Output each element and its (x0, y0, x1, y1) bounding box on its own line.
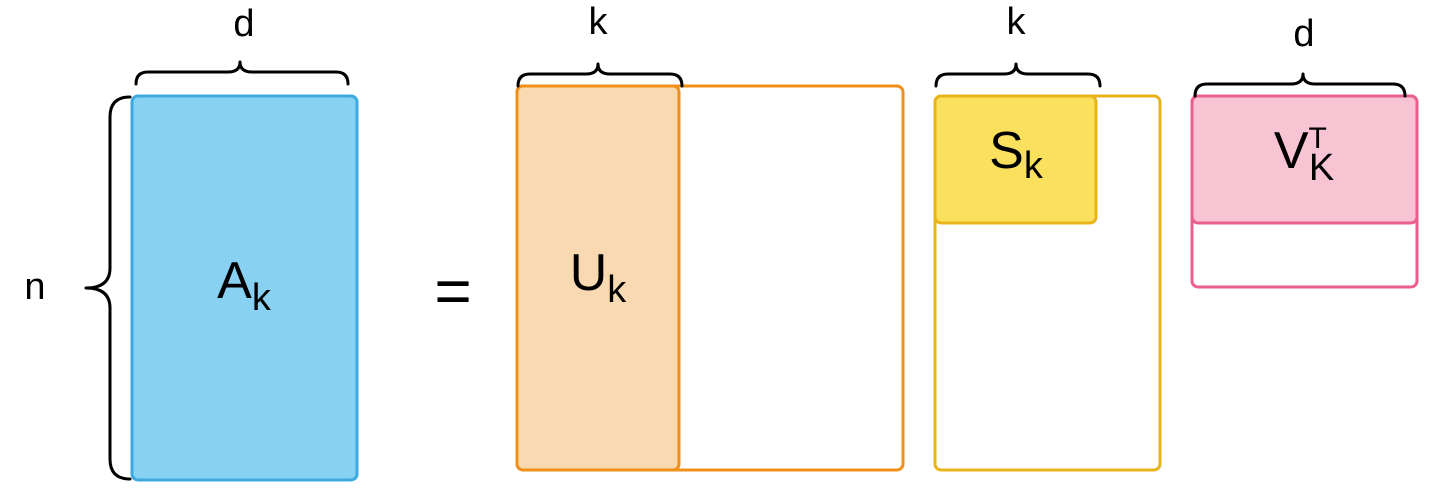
label-a-rows: n (24, 266, 45, 308)
matrix-v-sub: K (1309, 147, 1334, 189)
matrix-s-sub: k (1024, 145, 1044, 187)
matrix-a-rect (130, 94, 359, 482)
matrix-s-rect (933, 94, 1098, 225)
label-u-cols: k (589, 1, 609, 43)
matrix-u: Uk (515, 84, 905, 472)
matrix-v-rect (1190, 94, 1419, 225)
matrix-a-label: Ak (217, 252, 272, 319)
matrix-a-base: A (217, 252, 252, 310)
brace-u-top (516, 62, 684, 88)
brace-s-top (934, 62, 1102, 88)
matrix-u-rect (515, 84, 681, 472)
matrix-a-sub: k (252, 277, 272, 319)
matrix-v-base: V (1274, 122, 1309, 180)
label-v-cols: d (1293, 13, 1314, 55)
matrix-v-sup: T (1309, 122, 1327, 155)
matrix-u-label: Uk (570, 244, 628, 311)
matrix-a: Ak (130, 94, 359, 482)
equals-sign: = (434, 255, 471, 327)
matrix-u-sub: k (607, 269, 627, 311)
matrix-s-base: S (989, 122, 1024, 180)
label-s-cols: k (1007, 1, 1027, 43)
matrix-u-base: U (570, 244, 608, 302)
brace-v-top (1193, 72, 1407, 98)
brace-a-left (84, 95, 132, 481)
brace-a-top (134, 60, 350, 86)
matrix-s: Sk (933, 94, 1162, 472)
label-a-cols: d (233, 3, 254, 45)
matrix-s-label: Sk (989, 122, 1044, 187)
